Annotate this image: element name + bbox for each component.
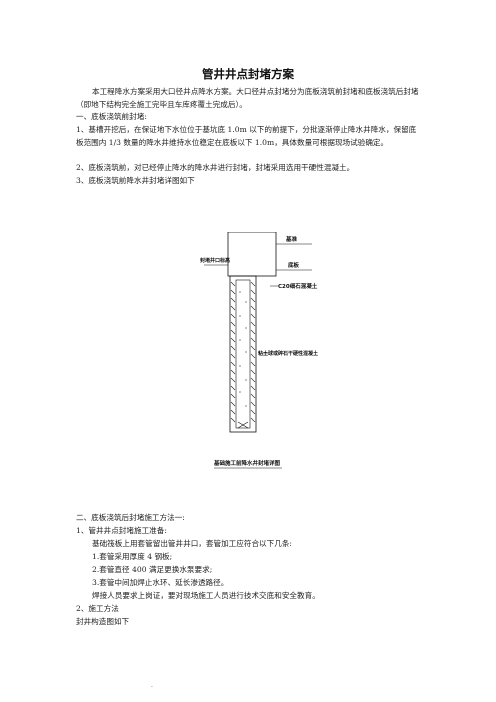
section1-item3: 3、底板浇筑前降水井封堵详图如下 xyxy=(76,176,195,185)
label-c20: C20细石混凝土 xyxy=(278,282,318,290)
label-top-left: 封堵井口标高 xyxy=(200,257,230,264)
section2-sub1: 1.套管采用厚度 4 钢板; xyxy=(92,552,173,561)
document-title: 管井井点封堵方案 xyxy=(202,67,294,81)
pipe-fill-dots xyxy=(239,291,247,407)
well-plug-diagram: 基准 封堵井口标高 底板 C20细石混凝土 粘土球或碎石干硬性混凝土 xyxy=(200,232,318,469)
section1-item1: 1、基槽开挖后，在保证地下水位位于基坑底 1.0m 以下的前提下，分批逐渐停止降… xyxy=(76,125,417,147)
well-pipe xyxy=(235,279,251,429)
section2-sub2: 2.套管直径 400 满足更换水泵要求; xyxy=(92,565,213,574)
label-level2: 底板 xyxy=(287,261,300,269)
annulus-hatching xyxy=(230,281,256,423)
section2-sub3: 3.套管中间加焊止水环、延长渗透路径。 xyxy=(92,578,229,587)
section1-heading: 一、底板浇筑前封堵: xyxy=(76,112,147,121)
section2-welders: 焊接人员要求上岗证，要对现场施工人员进行技术交底和安全教育。 xyxy=(92,591,320,600)
section1-item2: 2、底板浇筑前，对已经停止降水的降水井进行封堵，封堵采用选用干硬性混凝土。 xyxy=(76,163,355,172)
section2-heading: 二、底板浇筑后封堵施工方法一: xyxy=(76,513,185,522)
section2-item1-desc: 基础筏板上用套管留出管井井口，套管加工应符合以下几条: xyxy=(92,539,292,548)
diagram-caption: 基础施工前降水井封堵详图 xyxy=(213,459,281,467)
section2-item1: 1、管井井点封堵施工准备: xyxy=(76,526,167,535)
intro-paragraph: 本工程降水方案采用大口径井点降水方案。大口径井点封堵分为底板浇筑前封堵和底板浇筑… xyxy=(76,87,419,109)
section2-item2: 2、施工方法 xyxy=(76,604,119,613)
label-fill: 粘土球或碎石干硬性混凝土 xyxy=(257,350,318,357)
footer-dot: . xyxy=(151,682,153,689)
diagram-top-block xyxy=(227,232,277,277)
section2-fig-caption: 封井构造图如下 xyxy=(76,617,130,626)
label-top-right: 基准 xyxy=(285,235,298,243)
well-shaft-outer xyxy=(229,275,257,433)
